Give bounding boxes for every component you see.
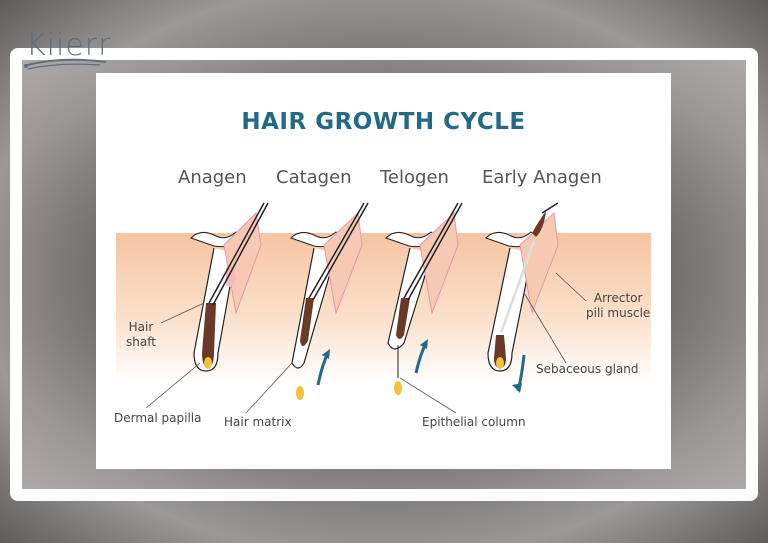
label-hair-matrix: Hair matrix bbox=[224, 415, 292, 429]
infographic-card: HAIR GROWTH CYCLE Anagen Catagen Telogen… bbox=[96, 73, 671, 469]
brand-logo: Kiierr bbox=[26, 28, 112, 63]
label-arrector-line2: pili muscle bbox=[586, 306, 651, 320]
follicle-telogen-icon bbox=[385, 202, 463, 395]
logo-swoosh-icon bbox=[23, 58, 107, 70]
follicle-early-anagen-icon bbox=[485, 202, 559, 393]
stage-catagen: Catagen bbox=[276, 167, 352, 188]
stage-early-anagen: Early Anagen bbox=[482, 167, 602, 188]
label-epithelial-column: Epithelial column bbox=[422, 415, 526, 429]
hair-follicle-illustration bbox=[116, 202, 651, 414]
stage-telogen: Telogen bbox=[380, 167, 449, 188]
label-leader-lines bbox=[145, 272, 587, 414]
label-hair-shaft-line1: Hair bbox=[128, 320, 154, 334]
follicle-anagen-icon bbox=[190, 202, 269, 372]
diagram-title: HAIR GROWTH CYCLE bbox=[241, 109, 526, 135]
label-dermal-papilla: Dermal papilla bbox=[114, 411, 202, 425]
label-sebaceous-gland: Sebaceous gland bbox=[536, 362, 639, 376]
label-hair-shaft: Hair shaft bbox=[126, 320, 156, 350]
label-hair-shaft-line2: shaft bbox=[126, 335, 156, 349]
label-arrector-line1: Arrector bbox=[593, 291, 643, 305]
label-arrector-pili-muscle: Arrector pili muscle bbox=[586, 291, 650, 321]
stage-anagen: Anagen bbox=[178, 167, 247, 188]
